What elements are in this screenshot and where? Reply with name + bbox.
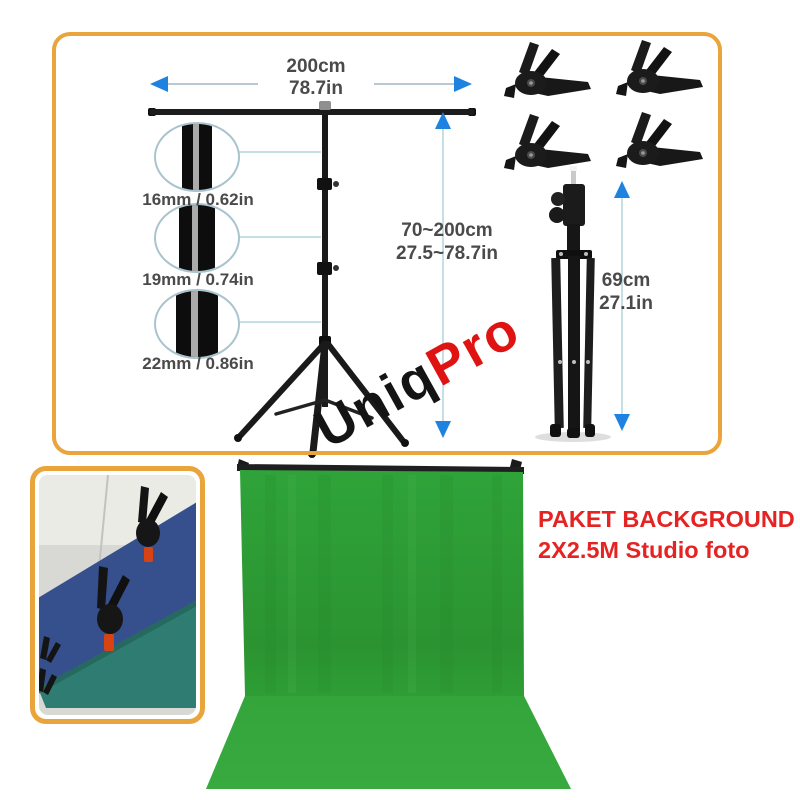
folded-dimension-arrow [614,181,630,431]
clamp-photo [39,475,196,715]
spring-clamp-icons [504,40,703,170]
height-dimension-arrow [435,112,451,438]
height-inch: 27.5~78.7in [396,243,498,264]
tube-diameter-label-2: 19mm / 0.74in [142,270,254,289]
t-stand-diagram [148,76,476,458]
green-backdrop-graphic [206,459,571,789]
photo-clamp-upper [136,486,168,562]
photo-clamp-partials [39,636,61,695]
folded-stand-icon [535,166,611,442]
tube-callouts [154,122,321,359]
product-caption: PAKET BACKGROUND 2X2.5M Studio foto [538,504,800,566]
caption-line-2: 2X2.5M Studio foto [538,537,750,563]
folded-cm: 69cm [601,270,651,291]
width-label: 200cm 78.7in [276,56,356,100]
folded-inch: 27.1in [599,293,653,314]
width-dimension-arrow [150,76,472,92]
width-inch: 78.7in [289,78,343,99]
width-cm: 200cm [286,56,346,77]
height-cm: 70~200cm [401,220,493,241]
tube-diameter-label-3: 22mm / 0.86in [142,354,254,373]
tube-diameter-label-1: 16mm / 0.62in [142,190,254,209]
photo-clamp-lower [97,566,130,651]
caption-line-1: PAKET BACKGROUND [538,506,795,532]
crossbar [150,109,474,115]
stand-tripod-legs [237,340,406,456]
height-range-label: 70~200cm 27.5~78.7in [396,219,498,265]
stand-pole [317,115,339,407]
folded-height-label: 69cm 27.1in [599,269,653,315]
